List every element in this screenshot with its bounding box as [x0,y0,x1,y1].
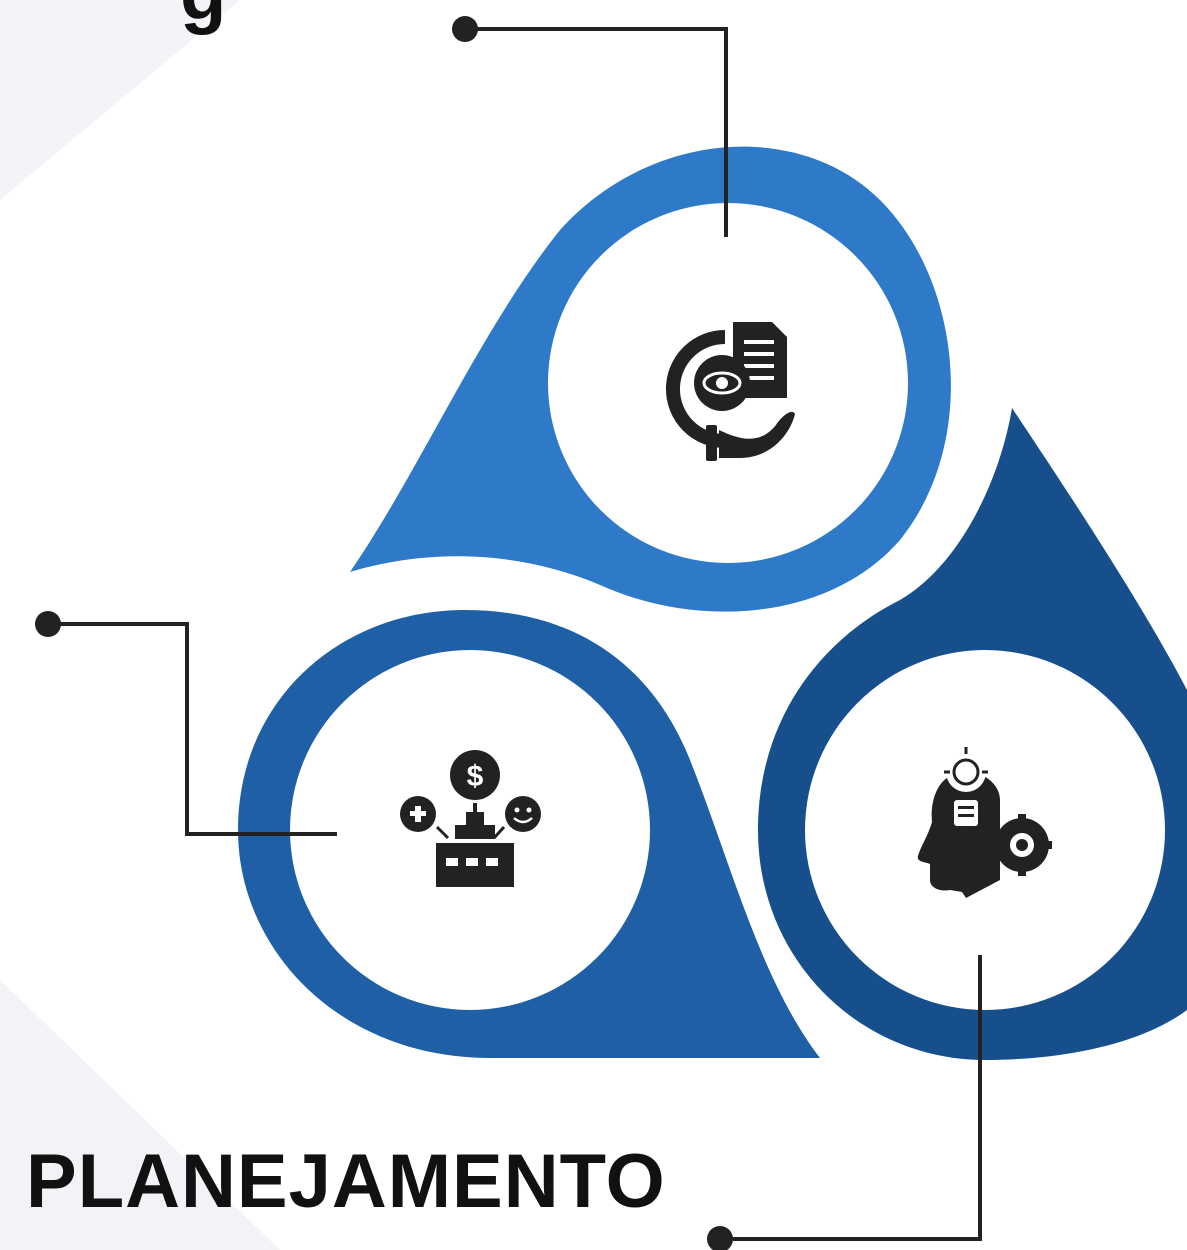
connector-top-dot [452,16,478,42]
budget-factory-icon: $ [400,750,541,887]
eye-document-hand-icon [666,322,795,461]
head-lightbulb-gear-icon [917,747,1052,898]
page-title: PLANEJAMENTO [26,1139,666,1224]
top-clipped-text: g [180,0,226,34]
svg-text:$: $ [467,760,484,793]
top-teardrop [350,146,951,612]
connector-right-dot [707,1226,733,1250]
connector-top [452,16,728,237]
connector-right [707,955,982,1250]
connector-left-dot [35,611,61,637]
connector-left [35,611,337,836]
